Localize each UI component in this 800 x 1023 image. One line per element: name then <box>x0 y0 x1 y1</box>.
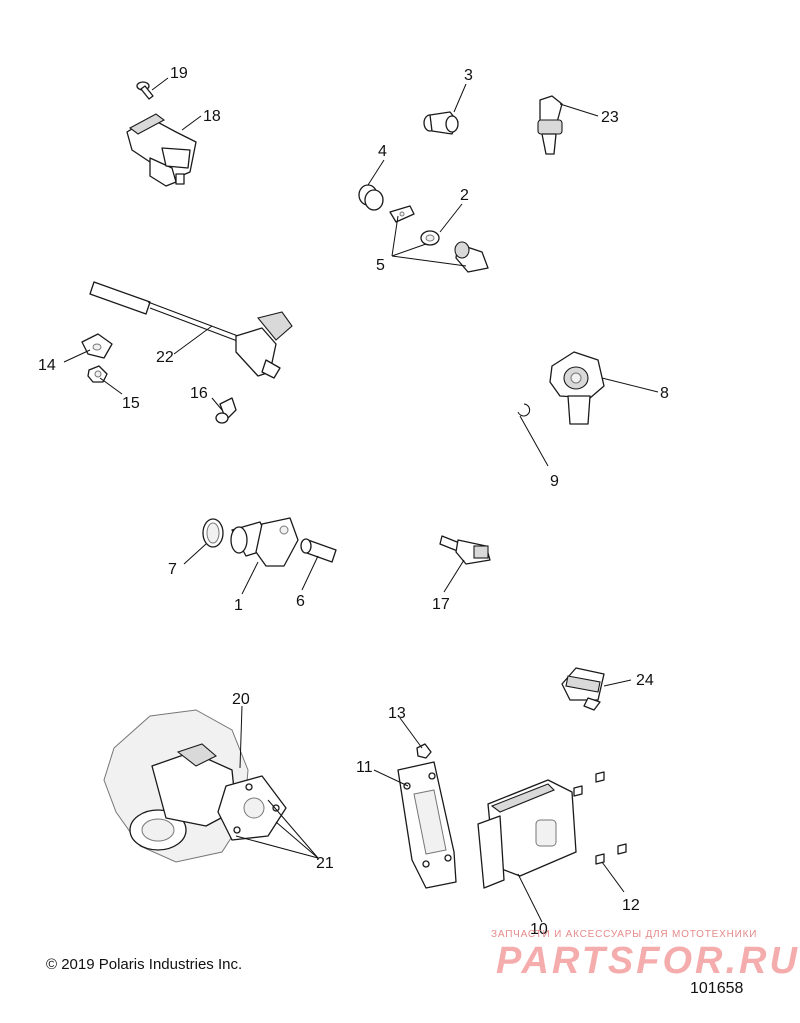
part-9-clip <box>517 403 531 417</box>
part-4-ring <box>358 184 384 211</box>
part-5-switch <box>454 241 489 273</box>
part-8-knock-sensor <box>549 351 605 425</box>
part-6-pin <box>300 538 337 563</box>
part-16-bolt <box>215 397 237 424</box>
part-3-plug <box>423 111 459 135</box>
part-19-bolt <box>136 81 154 100</box>
callout-15: 15 <box>122 395 140 412</box>
watermark-tagline: ЗАПЧАСТИ И АКСЕССУАРЫ ДЛЯ МОТОТЕХНИКИ <box>491 929 758 940</box>
callout-2: 2 <box>460 187 469 204</box>
callout-16: 16 <box>190 385 208 402</box>
leader-lines <box>63 77 659 923</box>
part-22-speed-sensor-cable <box>89 281 293 379</box>
part-18-map-sensor <box>126 113 197 187</box>
copyright-notice: © 2019 Polaris Industries Inc. <box>46 956 243 973</box>
part-2-nut <box>420 230 440 246</box>
callout-22: 22 <box>156 349 174 366</box>
callout-12: 12 <box>622 897 640 914</box>
part-7-o-ring <box>202 518 224 548</box>
part-24-relay <box>561 667 605 711</box>
part-1-cam-sensor <box>230 517 299 567</box>
part-23-pressure-sensor <box>537 95 563 155</box>
callout-5: 5 <box>376 257 385 274</box>
callout-23: 23 <box>601 109 619 126</box>
callout-9: 9 <box>550 473 559 490</box>
part-17-temp-sensor <box>439 535 491 565</box>
callout-21: 21 <box>316 855 334 872</box>
part-10-ecu <box>477 779 577 889</box>
callout-14: 14 <box>38 357 56 374</box>
callout-17: 17 <box>432 596 450 613</box>
part-14-bracket <box>81 333 113 359</box>
callout-13: 13 <box>388 705 406 722</box>
callout-6: 6 <box>296 593 305 610</box>
part-20-throttle-body <box>103 709 287 863</box>
drawing-number: 101658 <box>690 980 744 997</box>
callout-4: 4 <box>378 143 387 160</box>
part-11-ecu-bracket <box>397 761 457 889</box>
callout-19: 19 <box>170 65 188 82</box>
callout-1: 1 <box>234 597 243 614</box>
callout-20: 20 <box>232 691 250 708</box>
part-12-screws <box>573 771 627 865</box>
callout-18: 18 <box>203 108 221 125</box>
part-15-nut <box>87 365 108 383</box>
callout-11: 11 <box>356 759 373 776</box>
watermark-logo: PARTSFOR.RU <box>496 940 800 982</box>
callout-8: 8 <box>660 385 669 402</box>
callout-24: 24 <box>636 672 654 689</box>
callout-numbers: 19 18 3 23 4 2 5 14 22 15 16 8 9 7 1 6 1… <box>38 65 669 938</box>
callout-10: 10 <box>530 921 548 938</box>
callout-3: 3 <box>464 67 473 84</box>
part-13-nut <box>416 743 432 759</box>
part-5-sender-assembly <box>389 205 415 223</box>
callout-7: 7 <box>168 561 177 578</box>
